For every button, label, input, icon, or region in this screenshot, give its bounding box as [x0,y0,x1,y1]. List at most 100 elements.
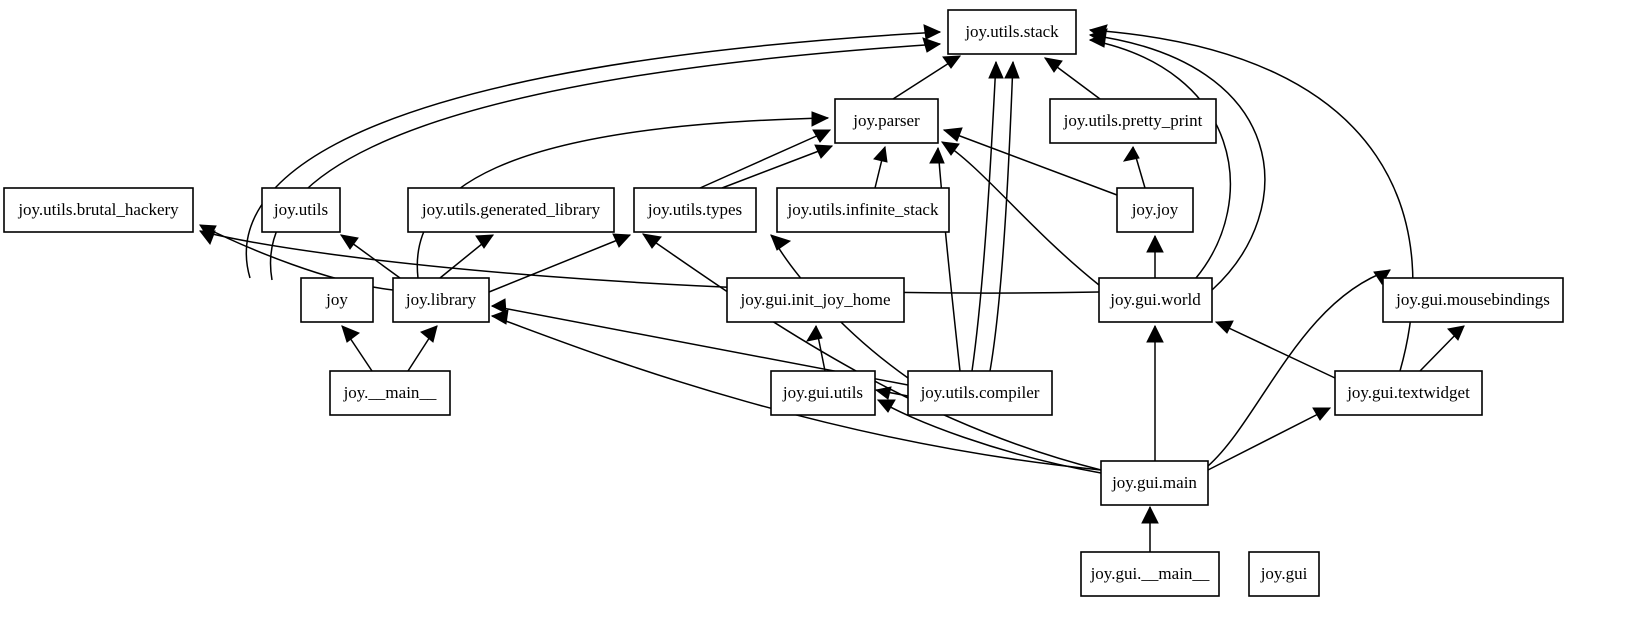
node-rect[interactable] [834,98,939,144]
node-label: joy [325,290,348,309]
node-rect[interactable] [1049,98,1217,144]
node-gui_world[interactable]: joy.gui.world [1098,277,1213,323]
node-rect[interactable] [407,187,615,233]
arrowhead-icon [942,55,962,69]
node-utils_brutal[interactable]: joy.utils.brutal_hackery [3,187,194,233]
edge-gui_utils-to-gui_init_home [805,324,826,372]
edge-gui_textwidget-to-gui_mousebindings [1419,325,1465,372]
node-utils_pretty[interactable]: joy.utils.pretty_print [1049,98,1217,144]
edge-line [699,129,831,189]
edge-gui_main-to-gui_textwidget [1207,407,1332,471]
node-utils_compiler[interactable]: joy.utils.compiler [907,370,1053,416]
node-parser[interactable]: joy.parser [834,98,939,144]
node-utils_infinite[interactable]: joy.utils.infinite_stack [776,187,950,233]
edge-line [488,234,631,293]
node-rect[interactable] [1080,551,1220,597]
arrowhead-icon [490,309,509,325]
node-rect[interactable] [770,370,876,416]
node-gui_main[interactable]: joy.gui.main [1100,460,1209,506]
node-label: joy.gui.init_joy_home [739,290,890,309]
arrowhead-icon [929,146,945,164]
arrowhead-icon [770,234,792,251]
node-label: joy.__main__ [343,383,437,402]
node-gui[interactable]: joy.gui [1248,551,1320,597]
node-rect[interactable] [1100,460,1209,506]
arrowhead-icon [814,144,834,159]
node-rect[interactable] [1334,370,1483,416]
node-joy[interactable]: joy [300,277,374,323]
edge-line [941,141,1100,286]
arrowhead-icon [940,141,960,156]
node-rect[interactable] [633,187,757,233]
node-gui_init_home[interactable]: joy.gui.init_joy_home [726,277,905,323]
node-utils_genlib[interactable]: joy.utils.generated_library [407,187,615,233]
edge-gui_world-to-parser [940,141,1100,286]
arrowhead-icon [1004,60,1020,79]
edge-gui_world-to-utils_stack [1088,28,1266,291]
edge-line [416,117,829,279]
node-label: joy.utils.stack [964,22,1059,41]
node-gui_mousebindings[interactable]: joy.gui.mousebindings [1382,277,1564,323]
node-joy_joy[interactable]: joy.joy [1116,187,1194,233]
arrowhead-icon [876,399,896,413]
edge-gui_main-to-gui_utils [876,399,1102,474]
edge-utils_pretty-to-utils_stack [1043,57,1101,100]
arrowhead-icon [490,298,507,314]
edge-gui_main-to-utils_types [641,233,1102,471]
edge-line [491,315,1102,471]
edge-line [989,61,1014,372]
node-rect[interactable] [261,187,341,233]
node-main[interactable]: joy.__main__ [329,370,451,416]
edge-joy_joy-to-parser [942,127,1118,196]
edge-main-to-library [407,325,438,372]
arrowhead-icon [812,129,832,143]
edge-gui_textwidget-to-gui_world [1214,320,1336,379]
edge-library-to-utils [339,234,401,279]
arrowhead-icon [1122,146,1140,162]
edge-utils_compiler-to-utils_stack [971,60,1004,372]
arrowhead-icon [1146,324,1164,343]
edge-utils_infinite-to-parser [873,145,888,189]
node-utils_types[interactable]: joy.utils.types [633,187,757,233]
node-label: joy.utils.pretty_print [1063,111,1203,130]
edge-main-to-joy [341,325,373,372]
node-rect[interactable] [1382,277,1564,323]
node-label: joy.gui.world [1109,290,1201,309]
node-label: joy.utils.compiler [920,383,1040,402]
arrowhead-icon [612,233,632,248]
node-label: joy.gui.utils [782,383,863,402]
arrowhead-icon [873,145,888,163]
node-rect[interactable] [392,277,490,323]
node-label: joy.utils.brutal_hackery [17,200,179,219]
arrowhead-icon [1214,320,1234,334]
arrowhead-icon [641,233,662,249]
node-rect[interactable] [947,9,1077,55]
node-rect[interactable] [1248,551,1320,597]
node-utils[interactable]: joy.utils [261,187,341,233]
node-label: joy.gui.main [1111,473,1197,492]
node-rect[interactable] [776,187,950,233]
node-rect[interactable] [3,187,194,233]
arrowhead-icon [198,230,216,246]
edge-line [1089,34,1266,291]
node-rect[interactable] [300,277,374,323]
arrowhead-icon [922,37,942,53]
node-rect[interactable] [329,370,451,416]
node-rect[interactable] [1116,187,1194,233]
node-gui_main_dunder[interactable]: joy.gui.__main__ [1080,551,1220,597]
edge-parser-to-utils_stack [892,55,962,100]
edge-gui_main-to-gui_world [1146,324,1164,461]
node-utils_stack[interactable]: joy.utils.stack [947,9,1077,55]
edge-line [721,145,833,189]
node-rect[interactable] [1098,277,1213,323]
node-gui_utils[interactable]: joy.gui.utils [770,370,876,416]
node-label: joy.gui.__main__ [1090,564,1210,583]
node-rect[interactable] [907,370,1053,416]
node-gui_textwidget[interactable]: joy.gui.textwidget [1334,370,1483,416]
node-label: joy.utils.infinite_stack [787,200,939,219]
node-library[interactable]: joy.library [392,277,490,323]
node-rect[interactable] [726,277,905,323]
node-label: joy.utils.generated_library [421,200,601,219]
node-label: joy.utils.types [647,200,742,219]
